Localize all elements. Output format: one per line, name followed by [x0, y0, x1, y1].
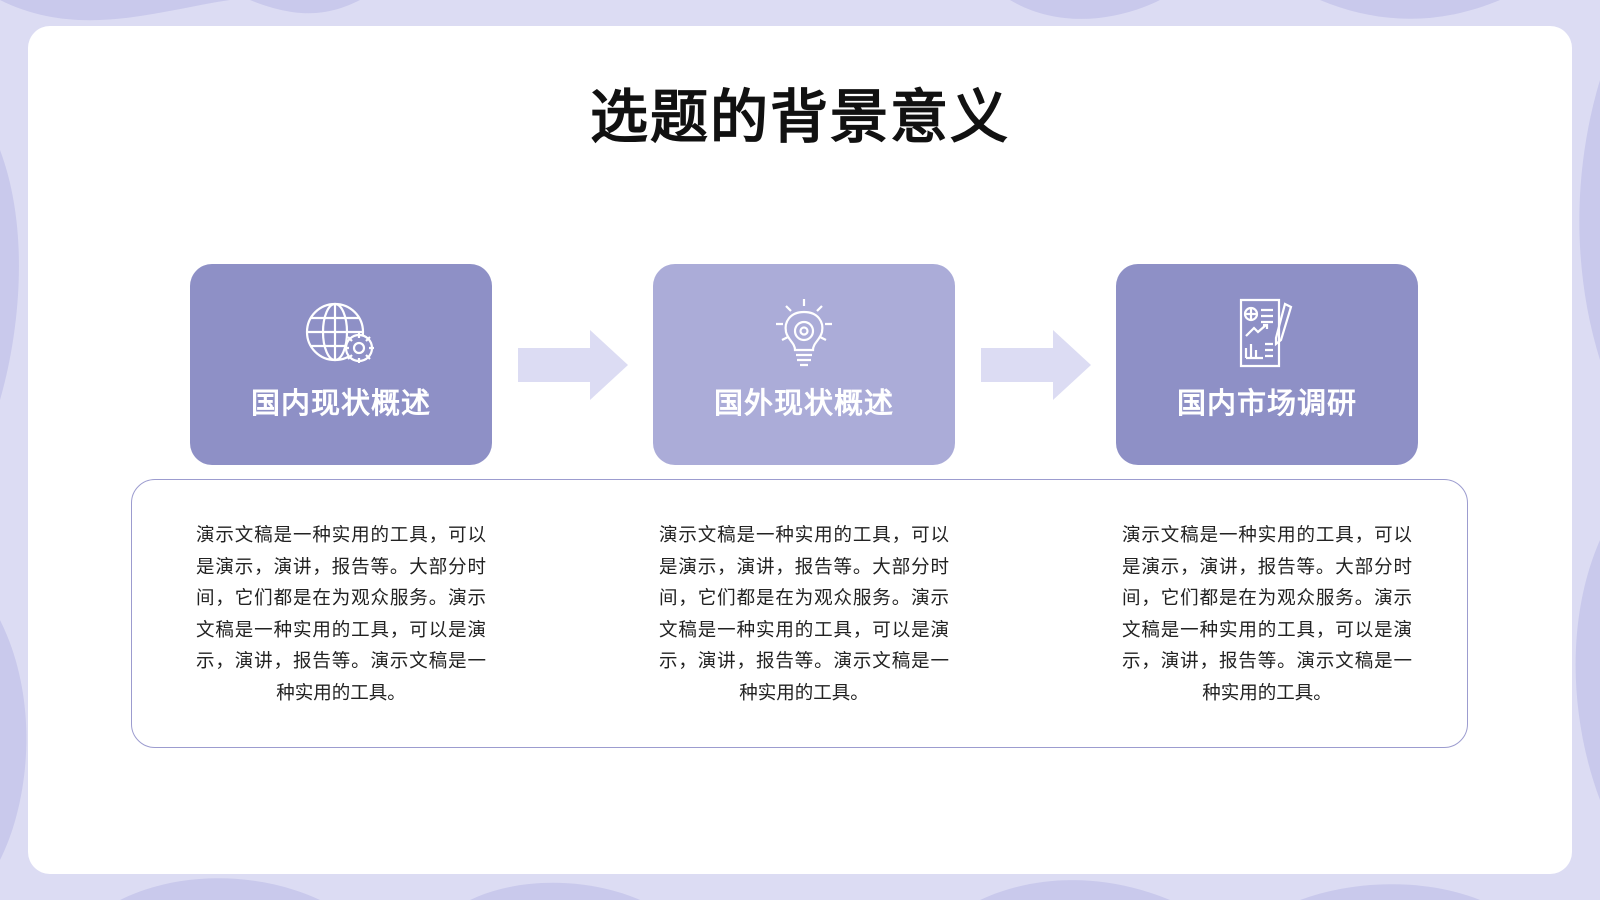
step-card-foreign-status: 国外现状概述: [653, 264, 955, 465]
report-document-icon: [1239, 298, 1293, 368]
step-card-domestic-status: 国内现状概述: [190, 264, 492, 465]
slide-title: 选题的背景意义: [589, 83, 1010, 151]
step-description-foreign: 演示文稿是一种实用的工具，可以是演示，演讲，报告等。大部分时间，它们都是在为观众…: [659, 525, 949, 704]
description-panel: [131, 479, 1468, 748]
step-label: 国内现状概述: [250, 386, 431, 420]
arrow-right-icon: [518, 330, 628, 400]
step-description-domestic: 演示文稿是一种实用的工具，可以是演示，演讲，报告等。大部分时间，它们都是在为观众…: [196, 525, 486, 704]
step-description-market: 演示文稿是一种实用的工具，可以是演示，演讲，报告等。大部分时间，它们都是在为观众…: [1122, 525, 1412, 704]
step-card-market-research: 国内市场调研: [1116, 264, 1418, 465]
step-label: 国内市场调研: [1176, 386, 1357, 420]
step-label: 国外现状概述: [713, 386, 894, 420]
arrow-right-icon: [981, 330, 1091, 400]
globe-gear-icon: [305, 302, 374, 363]
lightbulb-gear-icon: [776, 299, 832, 367]
